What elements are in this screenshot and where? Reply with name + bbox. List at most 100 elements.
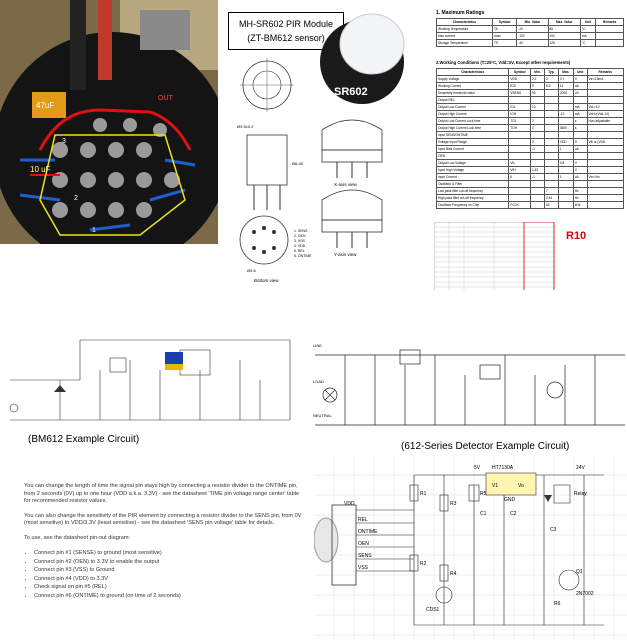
- c2-label: C2: [510, 511, 517, 517]
- table-cell: Low pass filter cut-off frequency: [435, 187, 510, 195]
- table-cell: [543, 145, 559, 153]
- table-cell: High pass filter cut-off frequency: [435, 194, 510, 202]
- table-cell: -20: [516, 25, 549, 33]
- table-cell: [543, 103, 559, 111]
- pin-label-3: 3: [62, 138, 66, 145]
- table-header: Symbol: [491, 18, 518, 26]
- table-cell: [557, 194, 574, 202]
- table-cell: Input High Voltage: [435, 166, 510, 174]
- table-cell: [543, 159, 559, 167]
- table-cell: [543, 166, 559, 174]
- table-cell: [572, 96, 588, 104]
- table-cell: kHz: [572, 201, 588, 209]
- table-row: Oscillator & Filter: [435, 180, 625, 188]
- table-cell: 3: [543, 75, 559, 83]
- list-item: Connect pin #2 (OEN) to 3.3V to enable t…: [34, 558, 306, 567]
- lamp-icon-2: [322, 387, 338, 403]
- table-cell: Supply Voltage: [435, 75, 510, 83]
- table-cell: 2: [530, 117, 545, 125]
- table-cell: [543, 89, 559, 97]
- table-cell: Input Current: [435, 173, 510, 181]
- table-cell: [595, 39, 624, 47]
- 24v-label: 24V: [576, 465, 586, 471]
- table-cell: [543, 117, 559, 125]
- table-cell: [586, 166, 625, 174]
- table-cell: s: [572, 117, 588, 125]
- table-cell: uV: [572, 89, 588, 97]
- table-cell: TA: [491, 25, 518, 33]
- table-cell: [543, 110, 559, 118]
- dim-label-1: Ø9.5±0.2: [237, 124, 254, 129]
- table-cell: -1: [530, 145, 545, 153]
- table-cell: OEN: [435, 152, 510, 160]
- table-cell: mA: [572, 103, 588, 111]
- pin-6-label: 6. ONTIME: [294, 254, 312, 258]
- table-cell: Hz: [572, 187, 588, 195]
- table-cell: [530, 96, 545, 104]
- cds-label: CDS1: [426, 607, 440, 613]
- table-cell: 9.5: [543, 82, 559, 90]
- relay-icon: [553, 484, 571, 504]
- table-cell: mA: [572, 110, 588, 118]
- table-header: Max.: [557, 68, 574, 76]
- table-cell: Output High Current Lock time: [435, 124, 510, 132]
- oen-label: OEN: [358, 541, 369, 547]
- table-cell: [586, 96, 625, 104]
- q1-label: Q1: [576, 569, 583, 575]
- module-drawing-panel: MH-SR602 PIR Module (ZT-BM612 sensor) SR…: [222, 0, 420, 286]
- v1-label: V1: [492, 483, 498, 489]
- regulator-label: HT7130A: [492, 465, 514, 471]
- table-cell: 1: [557, 173, 574, 181]
- table-cell: [586, 89, 625, 97]
- table-cell: [508, 138, 532, 146]
- c1-label: C1: [480, 511, 487, 517]
- table-cell: 7: [543, 187, 559, 195]
- table-cell: Output REL: [435, 96, 510, 104]
- detector-circuit-panel: LINE LOAD NEUTRAL (612-Series Detector E…: [305, 335, 627, 453]
- table-cell: [530, 159, 545, 167]
- table-row: Input SENS/ONTIME: [435, 131, 625, 139]
- table-cell: [586, 131, 625, 139]
- table-cell: [586, 180, 625, 188]
- table-cell: [557, 201, 574, 209]
- table-cell: [557, 187, 574, 195]
- x-view-label: X-axis view: [334, 182, 358, 187]
- table-cell: Vs<3.5mA: [586, 75, 625, 83]
- y-view-label: Y-axis view: [334, 252, 357, 257]
- ontime-label: ONTIME: [358, 529, 378, 535]
- max-ratings-heading: 1. Maximum Ratings: [436, 10, 485, 16]
- table-cell: Output High Current: [435, 110, 510, 118]
- module-drawings: SR602 Ø9.5±0.2 Ø6.45 Ø9.6 Bottom view 1.…: [237, 13, 405, 283]
- table-cell: [586, 124, 625, 132]
- pin-4-label: 4. VDD: [294, 244, 306, 248]
- relay-label: Relay: [574, 491, 587, 497]
- pin-instructions-list: Connect pin #1 (SENSE) to ground (most s…: [34, 549, 306, 600]
- table-cell: Input Bias Current: [435, 145, 510, 153]
- instructions-p1: You can change the length of time the si…: [24, 483, 300, 504]
- table-cell: [508, 96, 532, 104]
- pir-lens-icon: [314, 517, 339, 563]
- instructions-p2: You can also change the sensitivity of t…: [24, 512, 302, 527]
- table-header: Characteristics: [436, 18, 493, 26]
- table-cell: Working Temperature: [436, 25, 493, 33]
- table-cell: uA: [572, 145, 588, 153]
- table-cell: [530, 131, 545, 139]
- table-cell: [557, 96, 574, 104]
- table-cell: TS: [491, 39, 518, 47]
- table-cell: Vth is (VDD: [586, 138, 625, 146]
- table-cell: [508, 131, 532, 139]
- table-cell: IDD: [508, 82, 532, 90]
- table-cell: Input SENS/ONTIME: [435, 131, 510, 139]
- table-cell: 125: [547, 39, 581, 47]
- table-cell: [508, 152, 532, 160]
- table-row: Low pass filter cut-off frequency 7 Hz: [435, 187, 625, 195]
